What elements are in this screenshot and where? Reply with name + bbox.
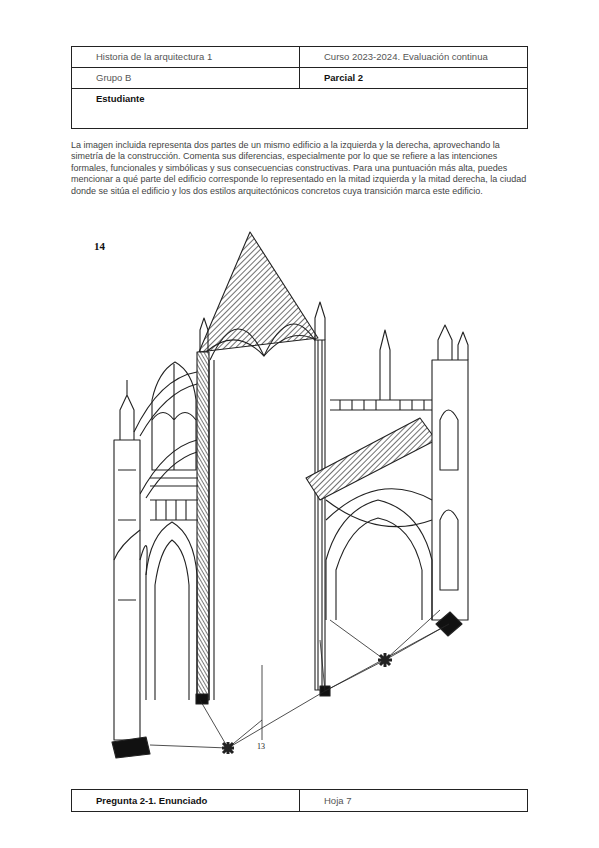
vault-ribs [210,324,316,360]
triforium-arcade [150,500,198,520]
callout-number: 13 [256,742,266,751]
table-cell: Curso 2023-2024. Evaluación continua [299,46,528,68]
pier-shafts [209,360,214,700]
figure-number: 14 [94,240,105,252]
right-pier-shafts [318,340,322,690]
nave-pier-section [197,352,209,700]
table-cell: Pregunta 2-1. Enunciado [71,789,300,812]
cell-text: Pregunta 2-1. Enunciado [96,795,299,807]
cell-text: Parcial 2 [324,72,527,84]
table-cell: Historia de la arquitectura 1 [71,46,300,68]
aisle-vault-ribs [326,489,432,527]
buttress-pinnacle [120,380,134,440]
aisle-roof [306,418,436,500]
cell-text: Grupo B [96,72,299,84]
balustrade [340,400,424,410]
pinnacle [200,318,208,352]
pinnacle [380,330,390,400]
dimension-line [262,665,263,740]
aisle-vault [114,530,147,575]
cell-text: Estudiante [96,93,527,105]
nave-arcade-arch [146,522,197,700]
plan-lines [150,610,449,748]
cell-text: Hoja 7 [324,795,527,807]
high-roof [199,232,318,352]
window-tracery [152,364,196,470]
table-cell: Hoja 7 [299,789,528,812]
pinnacle [315,302,325,340]
lower-flying-buttress [140,440,197,498]
wall-pinnacles [438,325,468,360]
wall-window [440,410,458,590]
aisle-arch-moulding [336,518,422,620]
buttress-base-section [112,737,150,758]
arcade-moulding [155,540,189,700]
question-text: La imagen incluida representa dos partes… [71,140,528,197]
pier-base-section [196,694,208,704]
table-cell: Grupo B [71,67,300,89]
right-pier [315,340,325,690]
upper-flying-buttress [134,372,197,436]
clerestory-window [152,362,196,470]
table-cell: Estudiante [71,88,528,129]
cell-text: Curso 2023-2024. Evaluación continua [324,51,527,63]
outer-wall [432,360,468,620]
parapet [330,400,440,410]
outer-buttress [114,440,140,740]
cell-text: Historia de la arquitectura 1 [96,51,299,63]
table-cell: Parcial 2 [299,67,528,89]
aisle-arch [326,500,432,620]
